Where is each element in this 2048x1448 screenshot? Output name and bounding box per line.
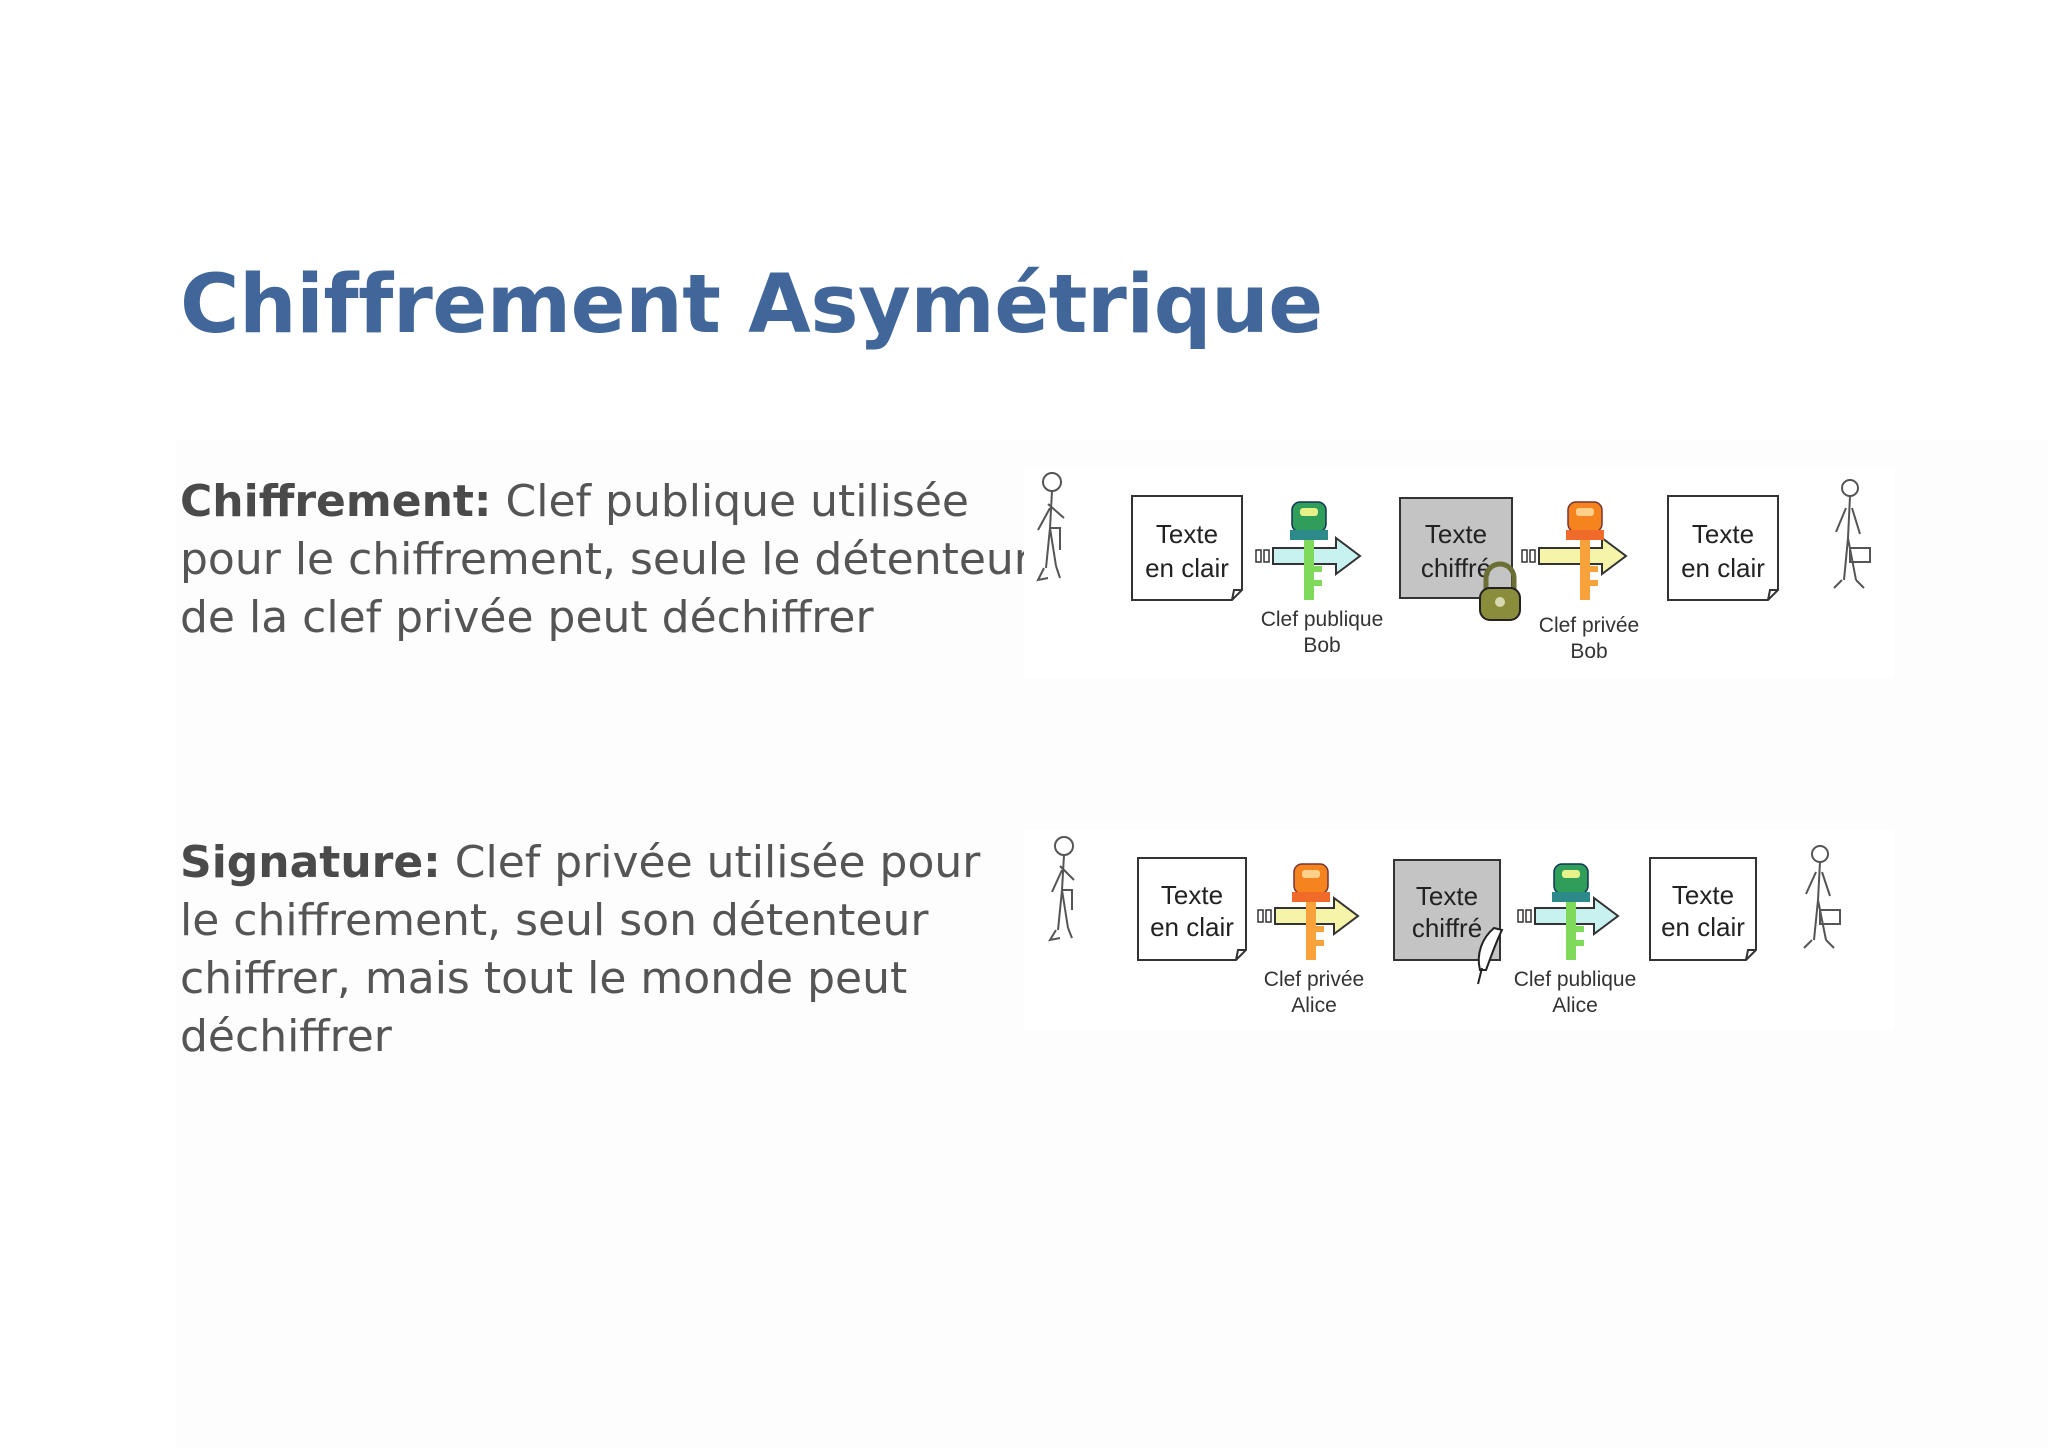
private-key-bob-label-1: Clef privée xyxy=(1539,614,1639,637)
ciphertext-line-2: chiffré xyxy=(1421,553,1491,583)
plaintext-right-line-2: en clair xyxy=(1681,553,1765,583)
plaintext-left-line-2: en clair xyxy=(1145,553,1229,583)
slide-title: Chiffrement Asymétrique xyxy=(180,258,1323,352)
plaintext-right-line-1: Texte xyxy=(1692,519,1754,549)
encryption-line-2: pour le chiffrement, seule le détenteur xyxy=(180,534,1032,585)
ciphertext-line-2: chiffré xyxy=(1412,913,1482,943)
encryption-line-3: de la clef privée peut déchiffrer xyxy=(180,592,874,643)
private-key-alice-label-2: Alice xyxy=(1291,994,1337,1017)
plaintext-left-line-2: en clair xyxy=(1150,912,1234,942)
encryption-diagram: Texte en clair Clef publique Bob Texte c… xyxy=(1024,468,1894,678)
signature-line-3: chiffrer, mais tout le monde peut xyxy=(180,953,907,1004)
signature-diagram: Texte en clair Clef privée Alice Texte c… xyxy=(1024,830,1894,1030)
plaintext-document-right: Texte en clair xyxy=(1668,496,1778,600)
plaintext-right-line-2: en clair xyxy=(1661,912,1745,942)
plaintext-right-line-1: Texte xyxy=(1672,880,1734,910)
plaintext-document-left: Texte en clair xyxy=(1132,496,1242,600)
plaintext-document-left: Texte en clair xyxy=(1138,858,1246,960)
private-key-bob-label-2: Bob xyxy=(1570,640,1607,663)
plaintext-left-line-1: Texte xyxy=(1156,519,1218,549)
signature-description: Signature: Clef privée utilisée pour le c… xyxy=(180,834,980,1066)
ciphertext-box: Texte chiffré xyxy=(1400,498,1512,598)
encryption-description: Chiffrement: Clef publique utilisée pour … xyxy=(180,473,1032,647)
plaintext-left-line-1: Texte xyxy=(1161,880,1223,910)
encryption-line-1: Clef publique utilisée xyxy=(492,476,969,527)
public-key-alice-label-2: Alice xyxy=(1552,994,1598,1017)
public-key-bob-label-1: Clef publique xyxy=(1261,608,1384,631)
signature-line-4: déchiffrer xyxy=(180,1011,392,1062)
private-key-alice-label-1: Clef privée xyxy=(1264,968,1364,991)
ciphertext-line-1: Texte xyxy=(1416,881,1478,911)
encryption-lead: Chiffrement: xyxy=(180,476,492,527)
plaintext-document-right: Texte en clair xyxy=(1650,858,1756,960)
signature-lead: Signature: xyxy=(180,837,441,888)
public-key-alice-label-1: Clef publique xyxy=(1514,968,1637,991)
signature-line-1: Clef privée utilisée pour xyxy=(441,837,981,888)
ciphertext-line-1: Texte xyxy=(1425,519,1487,549)
signature-line-2: le chiffrement, seul son détenteur xyxy=(180,895,928,946)
public-key-bob-label-2: Bob xyxy=(1303,634,1340,657)
